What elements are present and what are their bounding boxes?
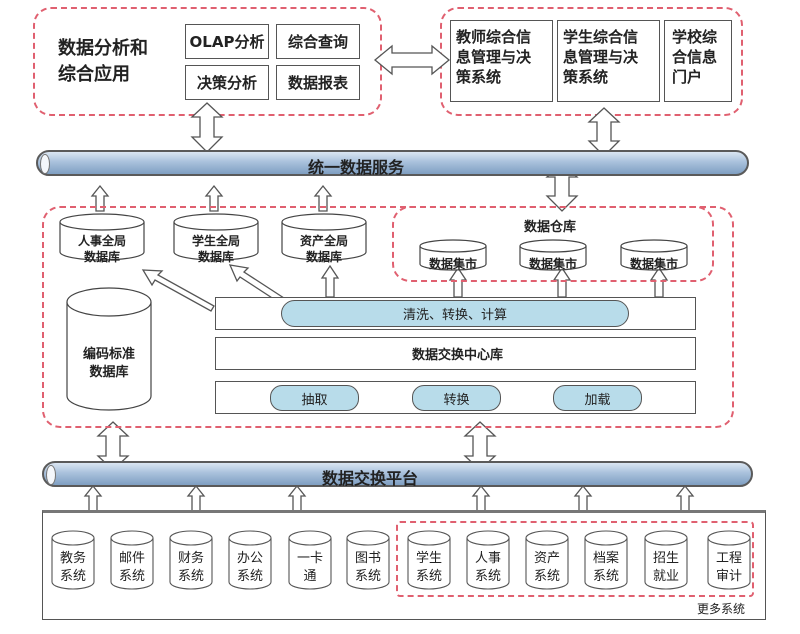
system-name-line1: 邮件: [118, 551, 145, 566]
source-system[interactable]: 财务系统: [170, 550, 212, 586]
system-name-line2: 系统: [118, 569, 145, 584]
data-mart-3[interactable]: 数据集市: [629, 257, 678, 271]
up-arrow-icon: [186, 484, 206, 512]
module-olap[interactable]: OLAP分析: [185, 24, 269, 59]
system-name-line1: 教务: [59, 551, 86, 566]
system-name-line2: 就业: [652, 569, 679, 584]
data-exchange-platform-bus: 数据交换平台: [42, 461, 753, 488]
teacher-system[interactable]: 教师综合信 息管理与决 策系统: [450, 20, 553, 102]
source-system[interactable]: 邮件系统: [111, 550, 153, 586]
system-name-line2: 通: [303, 569, 317, 584]
system-name-line2: 系统: [592, 569, 619, 584]
system-name-line1: 招生: [652, 551, 679, 566]
etl-transform[interactable]: 转换: [412, 385, 501, 411]
system-name-line1: 人事: [474, 551, 501, 566]
system-name-line1: 档案: [592, 551, 619, 566]
source-system[interactable]: 一卡通: [289, 550, 331, 586]
up-arrow-icon: [675, 484, 695, 512]
unified-data-service-bus: 统一数据服务: [36, 150, 749, 177]
code-standard-db[interactable]: 编码标准 数据库: [82, 347, 135, 380]
data-warehouse-group: [392, 206, 714, 282]
system-name-line1: 办公: [236, 551, 263, 566]
more-source-system[interactable]: 招生就业: [645, 550, 687, 586]
system-name-line1: 资产: [533, 551, 560, 566]
system-name-line2: 系统: [59, 569, 86, 584]
student-system[interactable]: 学生综合信 息管理与决 策系统: [557, 20, 660, 102]
bidirectional-arrow-icon: [373, 44, 451, 76]
up-arrow-icon: [471, 484, 491, 512]
system-name-line2: 系统: [177, 569, 204, 584]
system-name-line2: 系统: [474, 569, 501, 584]
up-arrow-icon: [573, 484, 593, 512]
more-source-system[interactable]: 学生系统: [408, 550, 450, 586]
hr-global-db[interactable]: 人事全局 数据库: [77, 234, 126, 264]
system-name-line2: 系统: [236, 569, 263, 584]
etl-load[interactable]: 加载: [553, 385, 642, 411]
school-portal[interactable]: 学校综 合信息 门户: [664, 20, 732, 102]
system-name-line1: 财务: [177, 551, 204, 566]
more-systems-group: [396, 521, 754, 597]
pipe-cap: [40, 154, 50, 174]
student-global-db[interactable]: 学生全局 数据库: [191, 234, 240, 264]
system-name-line1: 工程: [715, 551, 742, 566]
data-mart-1[interactable]: 数据集市: [428, 257, 477, 271]
clean-transform-compute[interactable]: 清洗、转换、计算: [281, 300, 629, 327]
asset-global-db[interactable]: 资产全局 数据库: [299, 234, 348, 264]
system-name-line2: 系统: [533, 569, 560, 584]
more-source-system[interactable]: 资产系统: [526, 550, 568, 586]
system-name-line1: 学生: [415, 551, 442, 566]
unified-data-service-label: 统一数据服务: [308, 158, 405, 177]
module-report[interactable]: 数据报表: [276, 65, 360, 100]
source-system[interactable]: 教务系统: [52, 550, 94, 586]
data-exchange-platform-label: 数据交换平台: [322, 469, 419, 488]
exchange-center-db[interactable]: 数据交换中心库: [215, 337, 696, 370]
source-system[interactable]: 办公系统: [229, 550, 271, 586]
up-arrow-icon: [287, 484, 307, 512]
more-systems-label: 更多系统: [697, 602, 746, 616]
more-source-system[interactable]: 工程审计: [708, 550, 750, 586]
module-query[interactable]: 综合查询: [276, 24, 360, 59]
data-mart-2[interactable]: 数据集市: [528, 257, 577, 271]
etl-extract[interactable]: 抽取: [270, 385, 359, 411]
up-arrow-icon: [83, 484, 103, 512]
data-warehouse-title: 数据仓库: [524, 220, 577, 235]
system-name-line1: 一卡: [296, 551, 323, 566]
analysis-application-title: 数据分析和 综合应用: [58, 38, 148, 85]
source-system[interactable]: 图书系统: [347, 550, 389, 586]
system-name-line2: 审计: [715, 569, 742, 584]
system-name-line2: 系统: [415, 569, 442, 584]
more-source-system[interactable]: 档案系统: [585, 550, 627, 586]
data-center-group: [42, 206, 734, 428]
system-name-line1: 图书: [354, 551, 381, 566]
pipe-cap: [46, 465, 56, 485]
system-name-line2: 系统: [354, 569, 381, 584]
module-decision[interactable]: 决策分析: [185, 65, 269, 100]
more-source-system[interactable]: 人事系统: [467, 550, 509, 586]
